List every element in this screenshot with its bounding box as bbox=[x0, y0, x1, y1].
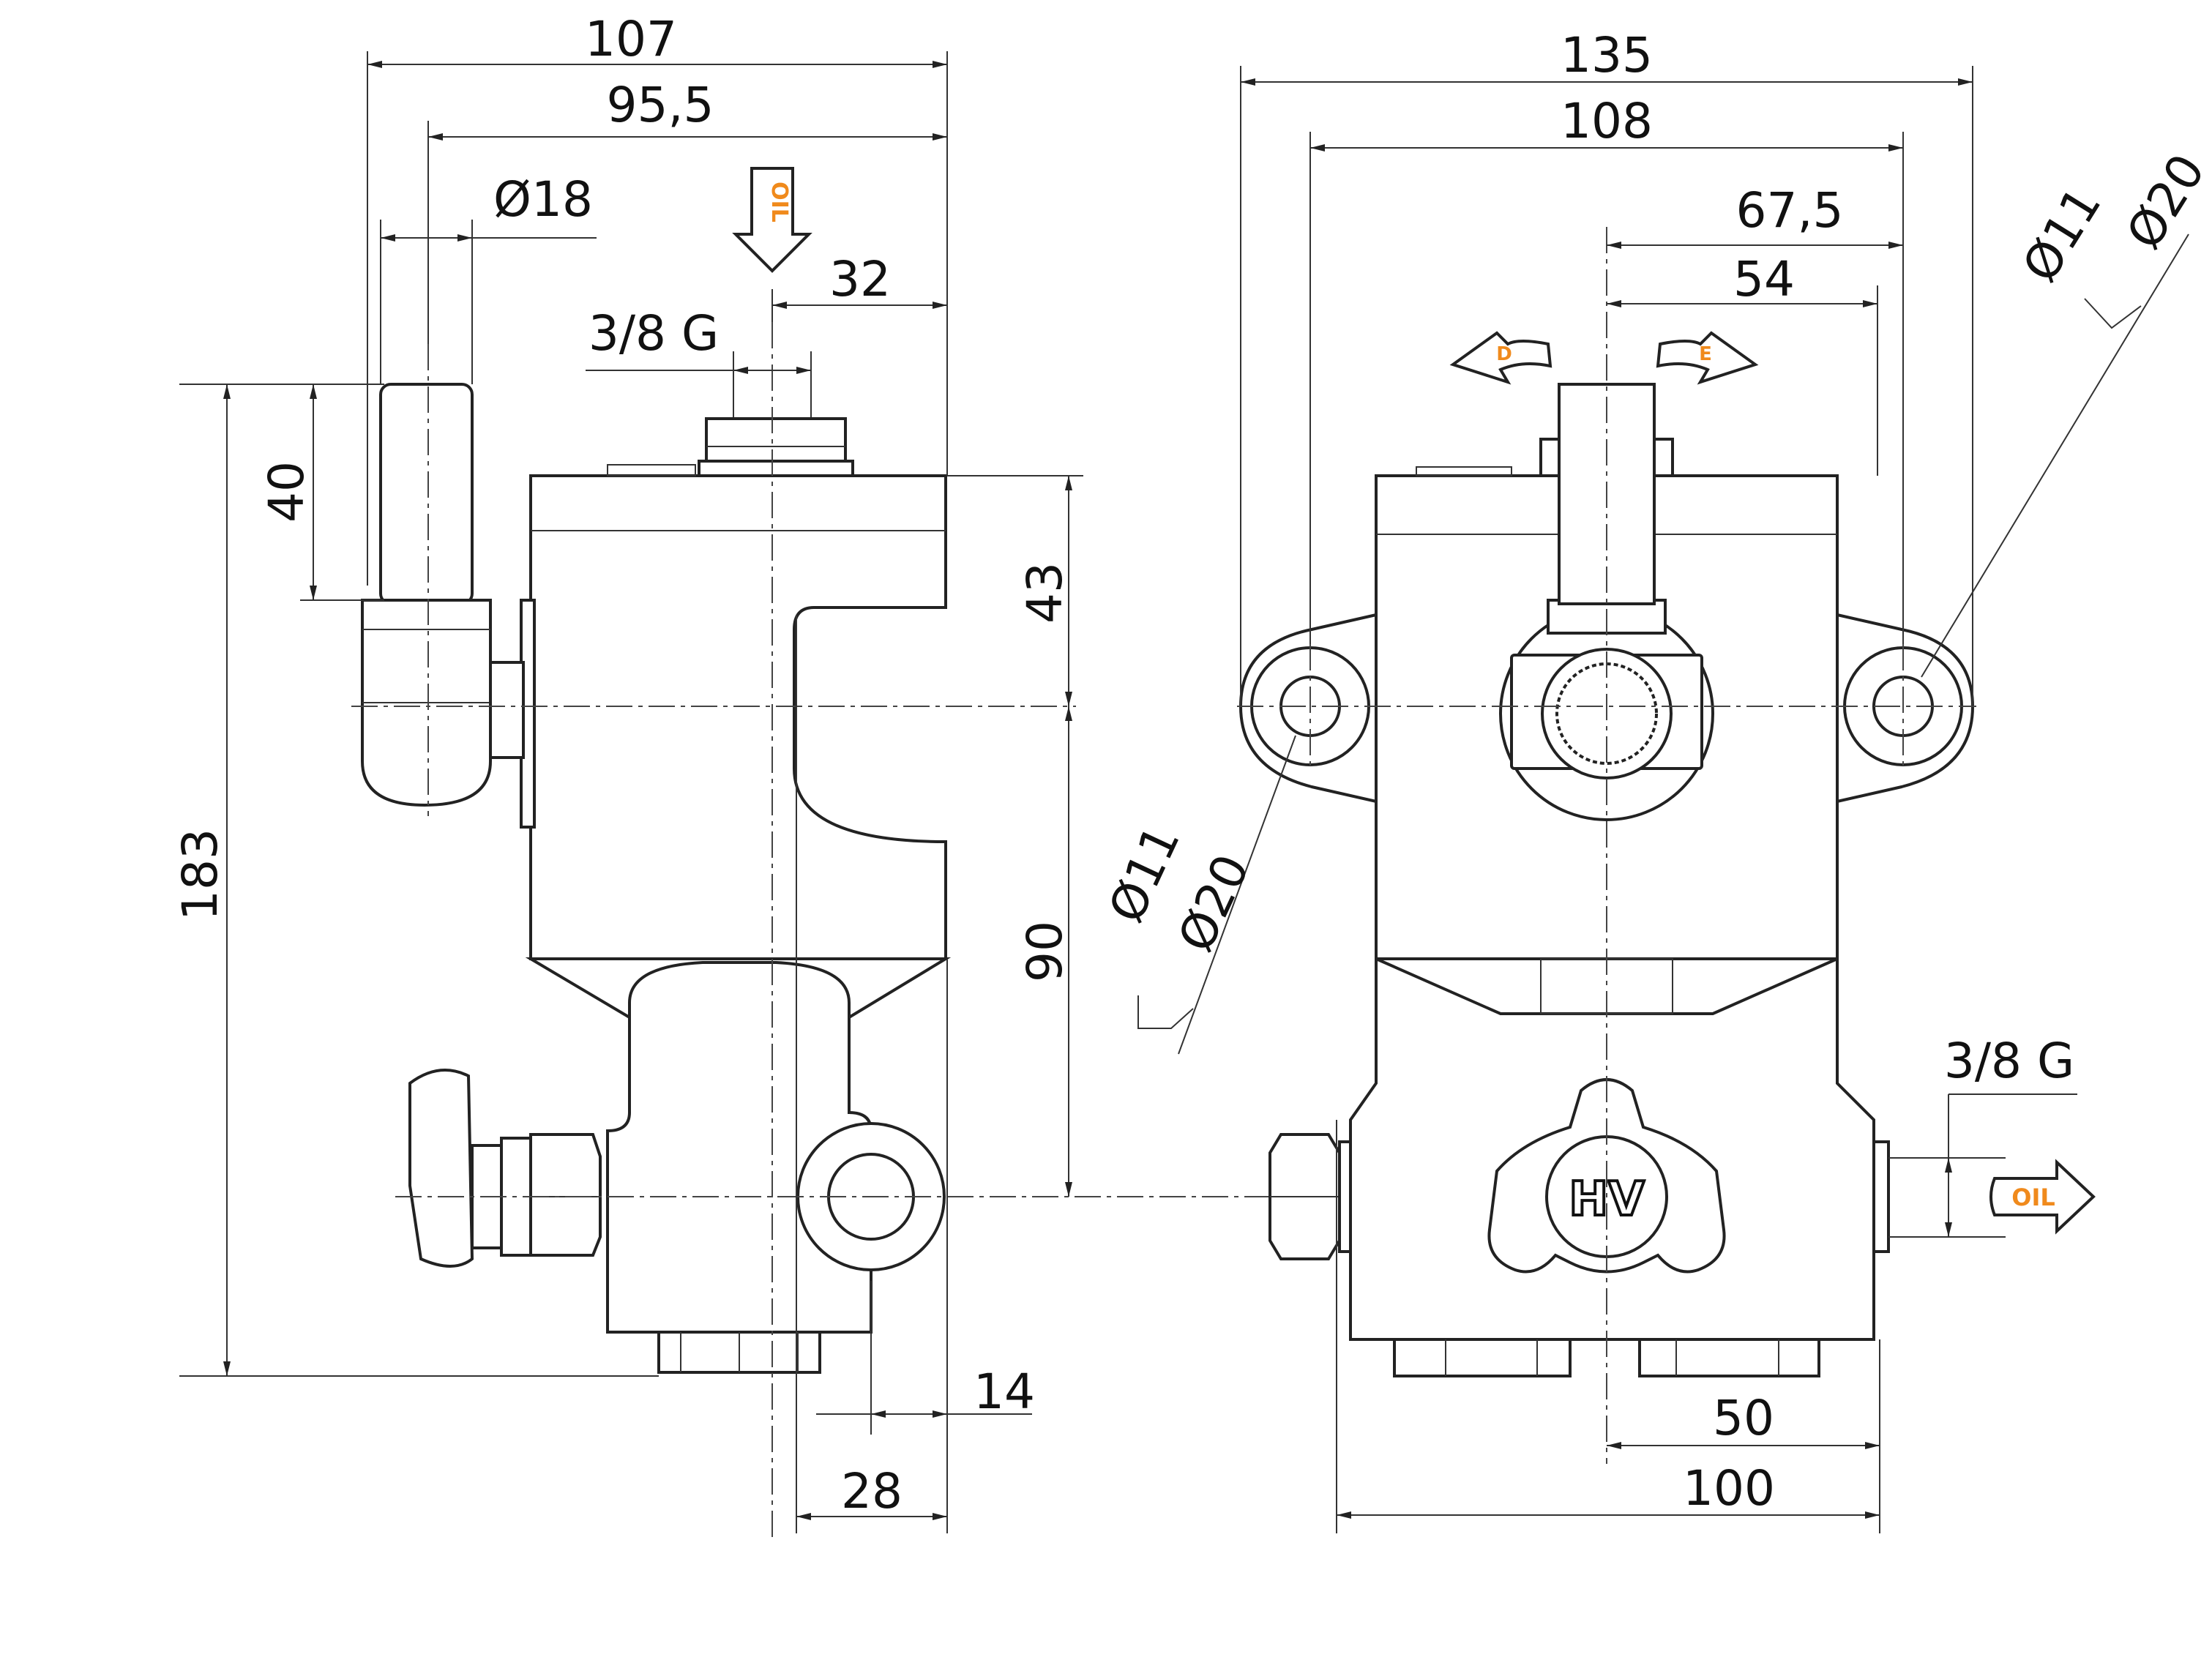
dim-body-offset: 54 bbox=[1733, 251, 1795, 307]
rotation-left-arrow: D bbox=[1449, 331, 1552, 385]
dim-right-hole-offset: 67,5 bbox=[1736, 182, 1844, 239]
dim-lower-height: 90 bbox=[1017, 921, 1073, 982]
dim-front-width: 135 bbox=[1561, 27, 1653, 83]
oil-inlet-arrow: OIL bbox=[732, 167, 812, 273]
svg-text:OIL: OIL bbox=[766, 182, 792, 223]
dim-right-hole-counterbore: Ø20 bbox=[2115, 144, 2212, 258]
dim-bottom-offset: 28 bbox=[841, 1463, 903, 1519]
dim-oil-thread: 3/8 G bbox=[589, 305, 719, 362]
front-outlet-port bbox=[1872, 1140, 1890, 1253]
side-view-dimensions: 107 95,5 Ø18 32 3/8 G 40 183 43 9 bbox=[172, 11, 1083, 1533]
dim-lever-diameter: Ø18 bbox=[493, 171, 593, 228]
oil-outlet-arrow: OIL bbox=[1989, 1159, 2096, 1235]
dim-side-width: 107 bbox=[585, 11, 677, 67]
dim-outlet-thread: 3/8 G bbox=[1944, 1033, 2074, 1089]
dim-small-offset: 14 bbox=[974, 1364, 1035, 1420]
svg-text:D: D bbox=[1496, 343, 1512, 365]
front-view: D E HV OIL bbox=[1237, 227, 2096, 1464]
side-view: OIL bbox=[351, 167, 1786, 1537]
dim-hole-spacing: 108 bbox=[1561, 93, 1653, 149]
dim-side-height: 183 bbox=[172, 829, 228, 921]
side-lever[interactable] bbox=[379, 383, 474, 605]
dim-right-hole-bore: Ø11 bbox=[2011, 177, 2112, 291]
side-pressure-knob[interactable] bbox=[408, 1069, 474, 1268]
dim-left-hole-counterbore: Ø20 bbox=[1167, 846, 1260, 960]
side-housing bbox=[529, 474, 947, 960]
dim-lever-axis: 95,5 bbox=[607, 77, 714, 133]
dim-lever-length: 40 bbox=[258, 461, 315, 523]
svg-text:OIL: OIL bbox=[2011, 1184, 2055, 1211]
dim-port-offset: 50 bbox=[1713, 1390, 1774, 1446]
rotation-right-arrow: E bbox=[1656, 331, 1759, 385]
dim-base-width: 100 bbox=[1683, 1460, 1775, 1517]
svg-text:E: E bbox=[1699, 343, 1712, 365]
dim-left-hole-bore: Ø11 bbox=[1098, 817, 1191, 931]
dim-upper-height: 43 bbox=[1017, 562, 1073, 624]
dim-oil-offset: 32 bbox=[829, 251, 891, 307]
